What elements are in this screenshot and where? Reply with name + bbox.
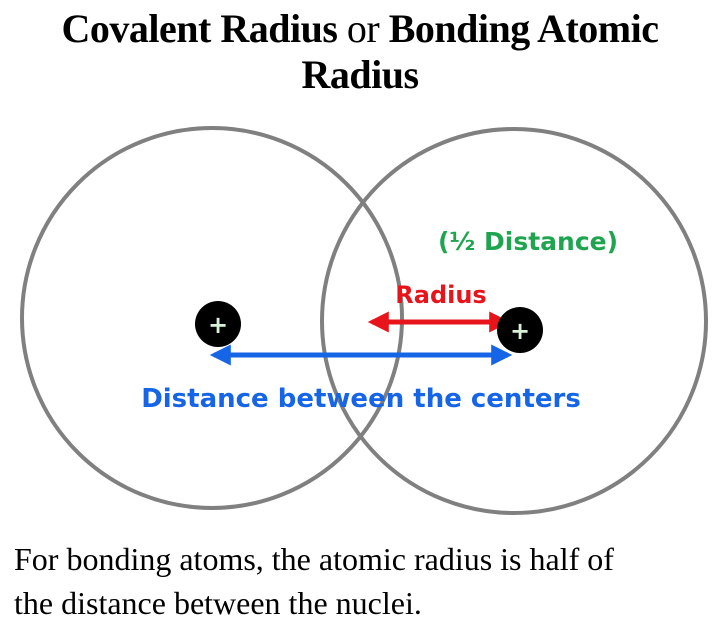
plus-icon: + (208, 311, 228, 339)
radius-label: Radius (395, 281, 486, 309)
title-connector: or (346, 6, 380, 51)
title-line-1: Covalent Radius or Bonding Atomic (0, 6, 720, 52)
caption-line-2: the distance between the nuclei. (14, 585, 422, 621)
title-line-2: Radius (0, 52, 720, 98)
left-nucleus-dot (195, 301, 241, 347)
right-nucleus-dot (497, 307, 543, 353)
distance-label: Distance between the centers (141, 384, 581, 414)
half-distance-label: (½ Distance) (438, 227, 618, 256)
caption: For bonding atoms, the atomic radius is … (14, 537, 714, 625)
plus-icon: + (510, 317, 530, 345)
left-nucleus: + (195, 301, 241, 347)
title-radius: Radius (301, 52, 419, 97)
right-nucleus: + (497, 307, 543, 353)
title-bonding-atomic: Bonding Atomic (388, 6, 659, 51)
diagram-title: Covalent Radius or Bonding Atomic Radius (0, 6, 720, 98)
title-covalent-radius: Covalent Radius (61, 6, 338, 51)
caption-line-1: For bonding atoms, the atomic radius is … (14, 541, 614, 577)
right-atom-circle (320, 127, 708, 515)
